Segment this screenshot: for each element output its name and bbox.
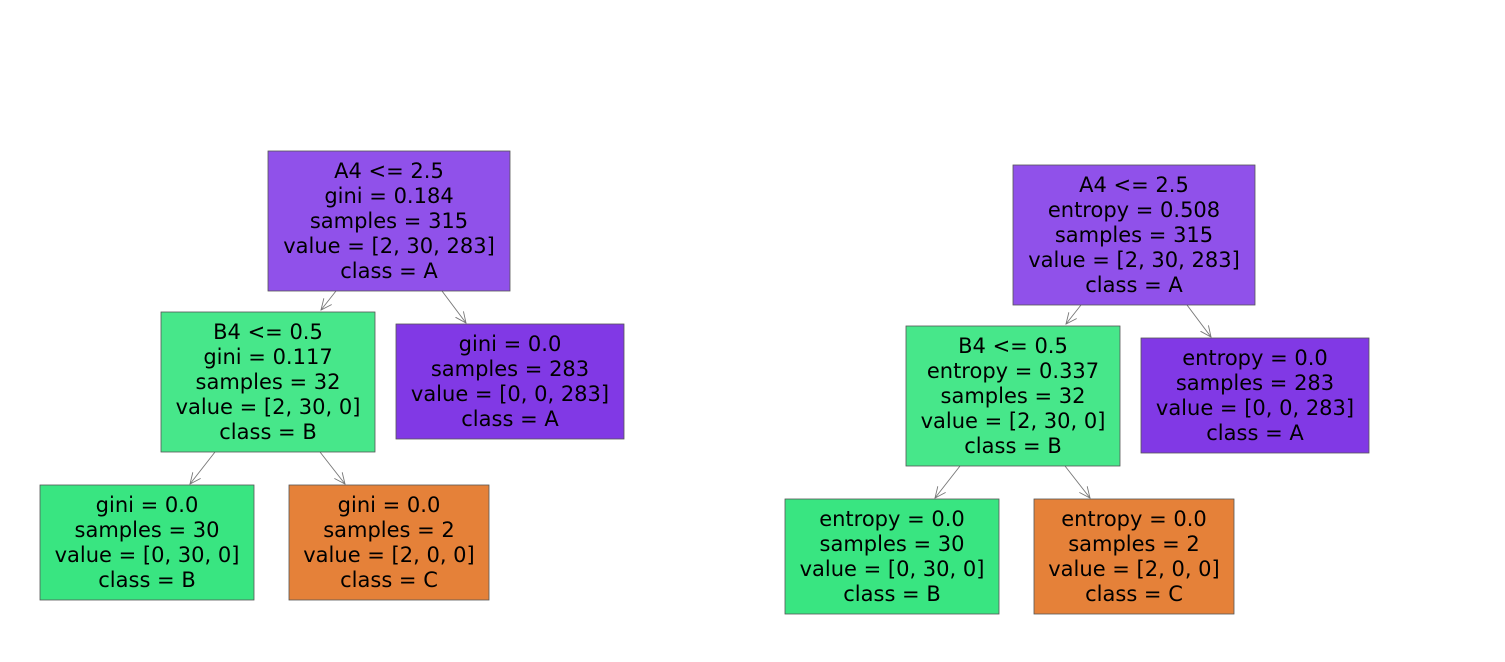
node-text-line: samples = 30 <box>820 532 965 556</box>
node-text-line: A4 <= 2.5 <box>334 159 444 183</box>
node-text-line: class = C <box>1085 582 1183 606</box>
node-text-line: samples = 32 <box>941 384 1086 408</box>
node-text-line: B4 <= 0.5 <box>213 320 323 344</box>
node-text-line: entropy = 0.0 <box>1061 507 1207 531</box>
node-text-line: value = [2, 30, 0] <box>176 395 361 419</box>
node-text-line: entropy = 0.0 <box>1182 346 1328 370</box>
node-text-line: gini = 0.117 <box>203 345 332 369</box>
node-text-line: samples = 315 <box>310 209 468 233</box>
node-box <box>1012 164 1256 306</box>
node-text-line: value = [2, 0, 0] <box>1048 557 1219 581</box>
node-box <box>288 484 490 601</box>
edge-arrow <box>935 465 961 498</box>
node-text-line: class = B <box>964 434 1061 458</box>
edge-arrow <box>1186 304 1211 337</box>
node-text-line: samples = 283 <box>1176 371 1334 395</box>
node-text-line: value = [2, 0, 0] <box>303 543 474 567</box>
node-text-line: gini = 0.0 <box>96 493 199 517</box>
node-text-line: class = B <box>219 420 316 444</box>
edge-arrow <box>319 451 345 484</box>
node-box <box>1033 498 1235 615</box>
node-box <box>160 311 376 453</box>
node-text-line: class = A <box>340 259 438 283</box>
node-text-line: B4 <= 0.5 <box>958 334 1068 358</box>
node-box <box>1140 337 1370 454</box>
node-text-line: A4 <= 2.5 <box>1079 173 1189 197</box>
edge-arrow <box>1066 304 1082 324</box>
node-text-line: gini = 0.0 <box>459 332 562 356</box>
edge-arrow <box>321 290 337 310</box>
node-text-line: value = [2, 30, 0] <box>921 409 1106 433</box>
node-text-line: samples = 315 <box>1055 223 1213 247</box>
node-text-line: entropy = 0.0 <box>819 507 965 531</box>
node-text-line: class = C <box>340 568 438 592</box>
node-text-line: samples = 283 <box>431 357 589 381</box>
edge-arrow <box>1064 465 1090 498</box>
node-text-line: gini = 0.0 <box>338 493 441 517</box>
node-box <box>39 484 255 601</box>
node-text-line: entropy = 0.337 <box>927 359 1099 383</box>
node-text-line: samples = 32 <box>196 370 341 394</box>
node-text-line: value = [2, 30, 283] <box>1028 248 1240 272</box>
node-text-line: samples = 30 <box>75 518 220 542</box>
node-text-line: class = A <box>1206 421 1304 445</box>
node-box <box>784 498 1000 615</box>
node-text-line: value = [0, 0, 283] <box>411 382 609 406</box>
node-text-line: value = [0, 0, 283] <box>1156 396 1354 420</box>
node-text-line: value = [2, 30, 283] <box>283 234 495 258</box>
node-text-line: value = [0, 30, 0] <box>55 543 240 567</box>
node-box <box>905 325 1121 467</box>
node-text-line: samples = 2 <box>1068 532 1200 556</box>
node-box <box>395 323 625 440</box>
edge-arrow <box>190 451 216 484</box>
node-text-line: class = A <box>461 407 559 431</box>
edge-arrow <box>441 290 466 323</box>
node-text-line: class = B <box>843 582 940 606</box>
node-text-line: value = [0, 30, 0] <box>800 557 985 581</box>
node-text-line: class = B <box>98 568 195 592</box>
node-text-line: entropy = 0.508 <box>1048 198 1220 222</box>
node-text-line: gini = 0.184 <box>324 184 453 208</box>
node-box <box>267 150 511 292</box>
node-text-line: class = A <box>1085 273 1183 297</box>
node-text-line: samples = 2 <box>323 518 455 542</box>
